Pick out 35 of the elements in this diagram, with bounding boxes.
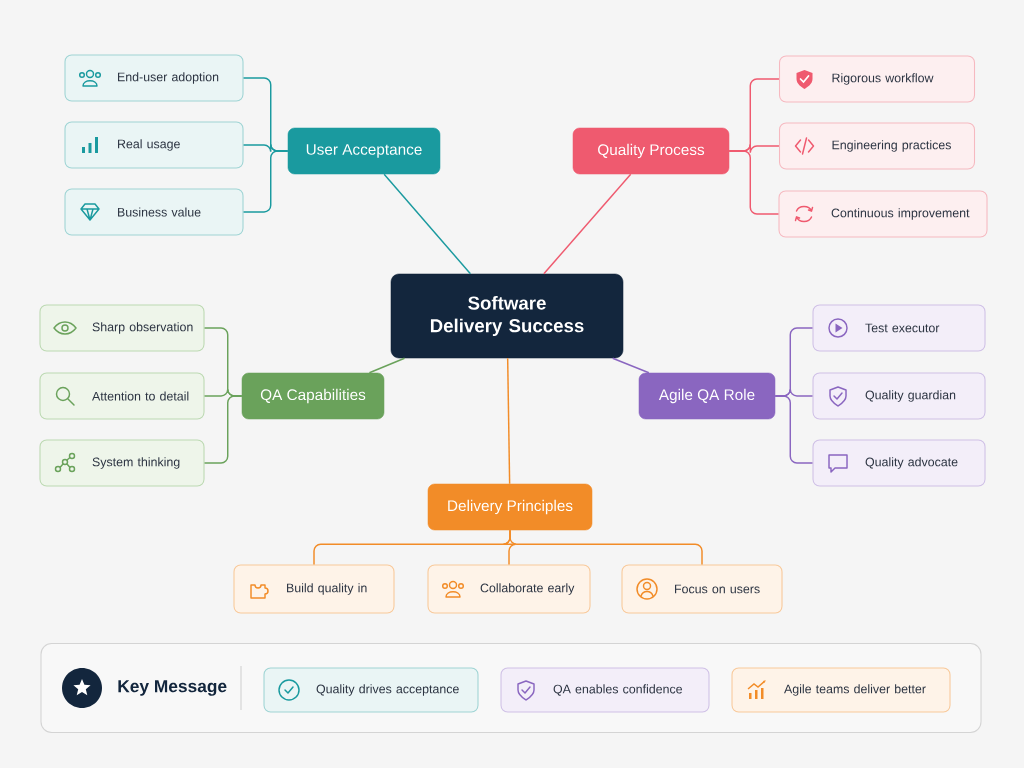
connector-line: [509, 529, 703, 566]
connector-line: [242, 150, 289, 213]
connector-line: [368, 357, 406, 374]
item-box: End-user adoption: [64, 54, 244, 102]
item-box: Build quality in: [233, 564, 395, 614]
item-box: Attention to detail: [39, 372, 205, 420]
topic-box: User Acceptance: [287, 127, 441, 175]
connector-line: [203, 395, 243, 464]
topic-box: Delivery Principles: [427, 483, 593, 531]
panel-heading: Key Message: [118, 680, 227, 696]
topic-box: QA Capabilities: [241, 372, 385, 420]
item-box: Engineering practices: [778, 122, 976, 170]
item-box: Quality drives acceptance: [263, 667, 479, 713]
item-box: Sharp observation: [39, 304, 205, 352]
connector-line: [543, 173, 632, 275]
item-box: Agile teams deliver better: [731, 667, 951, 713]
item-box: System thinking: [39, 439, 205, 487]
item-box: Focus on users: [621, 564, 783, 614]
connector-line: [383, 173, 472, 275]
item-box: QA enables confidence: [500, 667, 710, 713]
central-box: Software Delivery Success: [390, 273, 624, 359]
item-box: Collaborate early: [427, 564, 591, 614]
connector-line: [506, 357, 511, 485]
topic-box: Agile QA Role: [638, 372, 776, 420]
item-box: Quality advocate: [812, 439, 986, 487]
item-box: Continuous improvement: [778, 190, 988, 238]
item-box: Real usage: [64, 121, 244, 169]
item-box: Rigorous workflow: [778, 55, 976, 103]
connector-line: [774, 395, 814, 464]
connector-line: [611, 357, 650, 374]
item-box: Quality guardian: [812, 372, 986, 420]
topic-box: Quality Process: [572, 127, 730, 175]
connector-line: [728, 150, 780, 215]
item-box: Business value: [64, 188, 244, 236]
item-box: Test executor: [812, 304, 986, 352]
